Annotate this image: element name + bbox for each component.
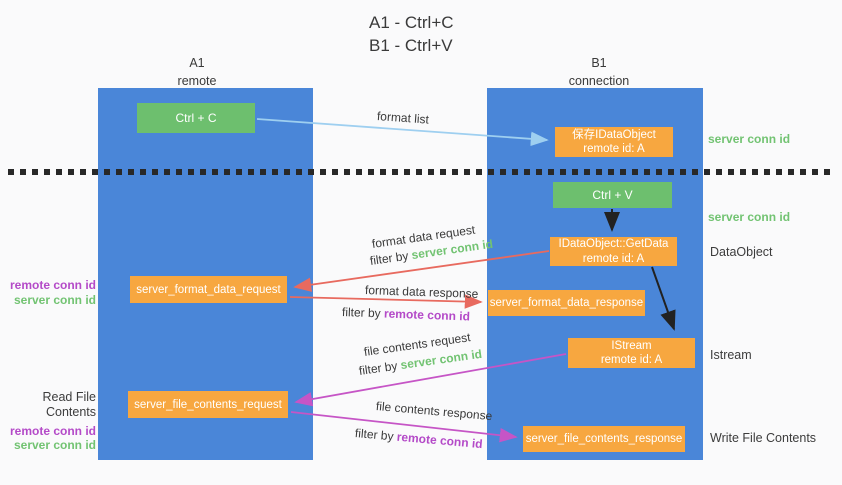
server-format-data-request-node: server_format_data_request bbox=[130, 276, 287, 303]
file-request-annotations: Read File Contents remote conn id server… bbox=[0, 390, 96, 453]
server-conn-id-annotation: server conn id bbox=[13, 292, 96, 307]
ctrl-v-node: Ctrl + V bbox=[553, 182, 672, 208]
server-format-data-response-node: server_format_data_response bbox=[488, 290, 645, 316]
filter-by-remote-conn-id-label-2: filter by remote conn id bbox=[354, 426, 483, 451]
filter-by-remote-conn-id-label-1: filter by remote conn id bbox=[342, 305, 470, 323]
lane-a1-role: remote bbox=[177, 73, 217, 88]
istream-annotation: Istream bbox=[710, 348, 752, 362]
save-idataobject-title: 保存IDataObject bbox=[572, 128, 656, 141]
server-file-contents-request-node: server_file_contents_request bbox=[128, 391, 288, 418]
title-line-ctrl-v: B1 - Ctrl+V bbox=[369, 35, 453, 55]
server-file-contents-request-label: server_file_contents_request bbox=[134, 398, 282, 411]
getdata-remote-id: remote id: A bbox=[582, 252, 645, 265]
remote-conn-id-annotation: remote conn id bbox=[9, 423, 96, 438]
lane-b1-name: B1 bbox=[591, 56, 607, 70]
filter-prefix: filter by bbox=[341, 305, 385, 321]
getdata-node: IDataObject::GetData remote id: A bbox=[550, 237, 677, 266]
istream-title: IStream bbox=[611, 339, 652, 352]
server-conn-id-annotation: server conn id bbox=[13, 438, 96, 453]
write-file-contents-annotation: Write File Contents bbox=[710, 431, 817, 445]
title-line-ctrl-c: A1 - Ctrl+C bbox=[369, 13, 454, 32]
server-conn-id-annotation-top: server conn id bbox=[708, 132, 791, 146]
read-file-contents-annotation: Read File Contents bbox=[42, 390, 97, 420]
filter-prefix: filter by bbox=[358, 358, 402, 378]
server-format-data-response-label: server_format_data_response bbox=[489, 297, 644, 309]
dataobject-annotation: DataObject bbox=[710, 245, 773, 259]
file-contents-response-label: file contents response bbox=[375, 399, 493, 424]
server-file-contents-response-label: server_file_contents_response bbox=[525, 433, 683, 445]
filter-prefix: filter by bbox=[354, 426, 398, 444]
server-conn-id-annotation-mid: server conn id bbox=[708, 210, 791, 224]
save-idataobject-node: 保存IDataObject remote id: A bbox=[555, 127, 673, 157]
lane-b1-role: connection bbox=[568, 73, 630, 88]
diagram-title: A1 - Ctrl+C B1 - Ctrl+V bbox=[369, 12, 454, 58]
ctrl-v-label: Ctrl + V bbox=[592, 188, 633, 202]
istream-node: IStream remote id: A bbox=[568, 338, 695, 368]
remote-conn-id-annotation: remote conn id bbox=[9, 278, 96, 292]
lane-header-a1: A1 remote bbox=[147, 55, 247, 90]
istream-remote-id: remote id: A bbox=[600, 354, 663, 366]
lane-a1-name: A1 bbox=[189, 56, 205, 70]
lane-header-b1: B1 connection bbox=[549, 55, 649, 90]
filter-prefix: filter by bbox=[369, 248, 413, 268]
server-file-contents-response-node: server_file_contents_response bbox=[523, 426, 685, 452]
ctrl-c-label: Ctrl + C bbox=[175, 111, 217, 125]
getdata-title: IDataObject::GetData bbox=[558, 238, 669, 251]
format-list-label: format list bbox=[376, 109, 430, 127]
session-divider-dashed-line bbox=[8, 169, 830, 175]
remote-conn-id-highlight: remote conn id bbox=[383, 306, 471, 324]
format-data-response-label: format data response bbox=[364, 283, 479, 301]
server-format-data-request-label: server_format_data_request bbox=[136, 283, 281, 296]
ctrl-c-node: Ctrl + C bbox=[137, 103, 255, 133]
format-request-conn-id-annotations: remote conn id server conn id bbox=[0, 278, 96, 307]
save-idataobject-remote-id: remote id: A bbox=[583, 143, 645, 155]
remote-conn-id-highlight: remote conn id bbox=[396, 429, 484, 452]
